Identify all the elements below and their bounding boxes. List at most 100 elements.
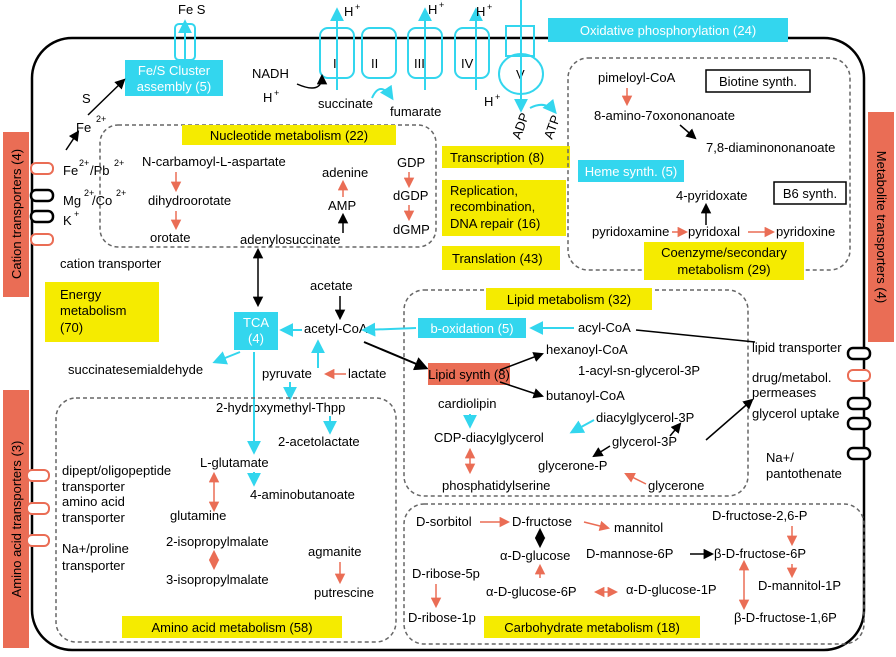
svg-text:+: + — [495, 92, 500, 102]
fumarate-label: fumarate — [390, 104, 441, 119]
svg-text:Carbohydrate metabolism (18): Carbohydrate metabolism (18) — [504, 620, 680, 635]
amino-oxononanoate: 8-amino-7oxononanoate — [594, 108, 735, 123]
nucleotide-title: Nucleotide metabolism (22) — [182, 125, 396, 145]
cell-membrane — [30, 36, 866, 652]
svg-text:(4): (4) — [248, 331, 264, 346]
complex-ii: II — [361, 27, 397, 79]
svg-text:Heme synth. (5): Heme synth. (5) — [585, 164, 677, 179]
svg-text:Coenzyme/secondary: Coenzyme/secondary — [661, 245, 787, 260]
energy-title: Energy metabolism (70) — [45, 282, 159, 342]
svg-text:Amino acid metabolism (58): Amino acid metabolism (58) — [151, 620, 312, 635]
svg-text:pantothenate: pantothenate — [766, 466, 842, 481]
hexanoyl-coa: hexanoyl-CoA — [546, 342, 628, 357]
d-ribose-5p: D-ribose-5p — [412, 566, 480, 581]
svg-text:Amino acid transporters (3): Amino acid transporters (3) — [9, 441, 24, 598]
svg-text:2+: 2+ — [114, 158, 124, 168]
svg-text:Lipid metabolism (32): Lipid metabolism (32) — [507, 292, 631, 307]
pimeloyl-coa: pimeloyl-CoA — [598, 70, 676, 85]
beta-d-fructose-6p: β-D-fructose-6P — [714, 546, 806, 561]
fes-channel — [174, 19, 196, 61]
fe-pb-label: Fe — [63, 163, 78, 178]
svg-text:I: I — [333, 56, 337, 71]
d-fructose: D-fructose — [512, 514, 572, 529]
tca-box: TCA (4) — [234, 312, 278, 350]
carbohydrate-title: Carbohydrate metabolism (18) — [484, 616, 700, 638]
svg-text:+: + — [74, 209, 79, 219]
svg-text:metabolism (29): metabolism (29) — [677, 262, 770, 277]
svg-text:(70): (70) — [60, 320, 83, 335]
svg-text:b-oxidation (5): b-oxidation (5) — [430, 321, 513, 336]
svg-text:B6 synth.: B6 synth. — [783, 186, 837, 201]
dgmp: dGMP — [393, 222, 430, 237]
pyridoxine: pyridoxine — [776, 224, 835, 239]
d-sorbitol: D-sorbitol — [416, 514, 472, 529]
svg-text:+: + — [274, 88, 279, 98]
replication-box: Replication, recombination, DNA repair (… — [442, 180, 566, 236]
amino-acid-transporter-channels — [26, 469, 50, 547]
d-fructose-2-6-p: D-fructose-2,6-P — [712, 508, 807, 523]
acetolactate: 2-acetolactate — [278, 434, 360, 449]
translation-box: Translation (43) — [442, 246, 560, 270]
beta-d-fructose-1-6p: β-D-fructose-1,6P — [734, 610, 837, 625]
isopropylmalate-2: 2-isopropylmalate — [166, 534, 269, 549]
cation-transporters-label: Cation transporters (4) — [3, 132, 29, 297]
diaminononanoate: 7,8-diaminononanoate — [706, 140, 835, 155]
svg-text:Metabolite transporters (4): Metabolite transporters (4) — [874, 151, 889, 303]
pyridoxate: 4-pyridoxate — [676, 188, 748, 203]
carbohydrate-region — [403, 503, 865, 645]
diacylglycerol-3p: diacylglycerol-3P — [596, 410, 694, 425]
complex-iii: III — [407, 7, 443, 90]
orotate: orotate — [150, 230, 190, 245]
phosphatidylserine: phosphatidylserine — [442, 478, 550, 493]
k-plus-label: K — [63, 213, 72, 228]
glycerone: glycerone — [648, 478, 704, 493]
putrescine: putrescine — [314, 585, 374, 600]
svg-text:Energy: Energy — [60, 287, 102, 302]
glycerol-uptake-label: glycerol uptake — [752, 406, 839, 421]
glycerol-3p: glycerol-3P — [612, 434, 677, 449]
svg-text:transporter: transporter — [62, 510, 126, 525]
succinatesemialdehyde: succinatesemialdehyde — [68, 362, 203, 377]
biotine-box: Biotine synth. — [705, 69, 811, 93]
transcription-box: Transcription (8) — [442, 146, 570, 168]
svg-text:2+: 2+ — [79, 158, 89, 168]
svg-text:IV: IV — [461, 56, 474, 71]
naproline-transporter-label: Na+/proline — [62, 541, 129, 556]
lipid-title: Lipid metabolism (32) — [486, 288, 652, 310]
b6-box: B6 synth. — [773, 181, 847, 205]
lipid-synth-box: Lipid synth (8) — [428, 363, 510, 385]
svg-text:metabolism: metabolism — [60, 303, 126, 318]
pyruvate: pyruvate — [262, 366, 312, 381]
fe2-sup: 2+ — [96, 114, 106, 124]
svg-text:transporter: transporter — [62, 479, 126, 494]
svg-text:Lipid synth (8): Lipid synth (8) — [428, 367, 510, 382]
acyl-sn-glycerol-3p: 1-acyl-sn-glycerol-3P — [578, 363, 700, 378]
amino-acid-region — [55, 397, 397, 643]
mannitol: mannitol — [614, 520, 663, 535]
nadh-label: NADH — [252, 66, 289, 81]
dgdp: dGDP — [393, 188, 428, 203]
mg-co-label: Mg — [63, 193, 81, 208]
acetate: acetate — [310, 278, 353, 293]
cardiolipin: cardiolipin — [438, 396, 497, 411]
cation-transporter-label: cation transporter — [60, 256, 162, 271]
lipid-transporter-label: lipid transporter — [752, 340, 842, 355]
h-plus-4: H — [263, 90, 272, 105]
svg-text:Translation (43): Translation (43) — [452, 251, 543, 266]
dipept-transporter-label: dipept/oligopeptide — [62, 463, 171, 478]
metabolite-transporters-label: Metabolite transporters (4) — [868, 112, 894, 342]
dihydroorotate: dihydroorotate — [148, 193, 231, 208]
l-glutamate: L-glutamate — [200, 455, 269, 470]
atp-label: ATP — [541, 113, 563, 141]
h-plus-3: H — [476, 4, 485, 19]
gdp: GDP — [397, 155, 425, 170]
cdp-diacylglycerol: CDP-diacylglycerol — [434, 430, 544, 445]
n-carbamoyl-aspartate: N-carbamoyl-L-aspartate — [142, 154, 286, 169]
pyridoxamine: pyridoxamine — [592, 224, 669, 239]
complex-iv: IV — [454, 7, 490, 90]
acetyl-coa: acetyl-CoA — [304, 321, 368, 336]
alpha-d-glucose-6p: α-D-glucose-6P — [486, 584, 577, 599]
svg-text:II: II — [371, 56, 378, 71]
svg-text:Nucleotide metabolism (22): Nucleotide metabolism (22) — [210, 128, 368, 143]
